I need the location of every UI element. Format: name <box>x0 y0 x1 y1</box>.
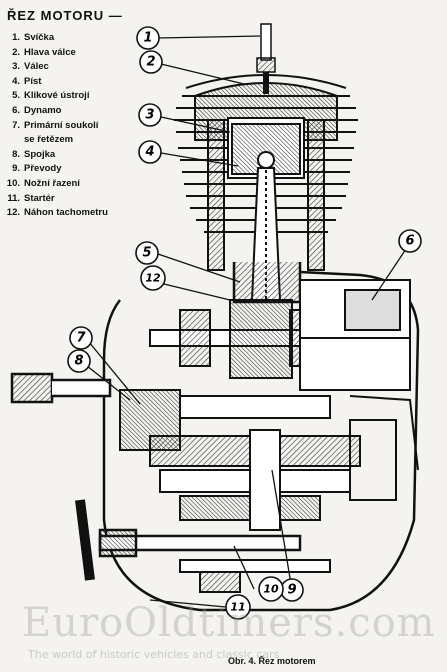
callout-12: 12 <box>140 265 166 291</box>
legend-item: 10. Nožní řazení <box>6 177 146 192</box>
legend-number: 7. <box>12 119 20 131</box>
callout-11: 11 <box>225 594 251 620</box>
callout-7-label: 7 <box>76 331 86 346</box>
callout-10-label: 10 <box>263 583 279 596</box>
legend-label: Válec <box>24 61 49 73</box>
legend-item: 9. Převody <box>6 162 146 177</box>
legend-number: 12. <box>6 207 20 219</box>
legend-number: 8. <box>12 148 20 160</box>
kickstarter-lever <box>10 372 302 581</box>
callout-8-label: 8 <box>74 354 83 369</box>
crankcase <box>102 262 420 612</box>
parts-legend: 1. Svíčka 2. Hlava válce 3. Válec 4. Píst 5.… <box>6 31 146 221</box>
legend-label: Dynamo <box>24 104 62 116</box>
callout-9: 9 <box>280 578 304 602</box>
legend-label: Spojka <box>24 148 56 160</box>
foot-shift <box>179 559 331 593</box>
callout-2: 2 <box>139 50 163 74</box>
legend-label: Svíčka <box>24 32 55 43</box>
legend-item: 4. Píst <box>6 75 146 90</box>
watermark-subtitle: The world of historic vehicles and class… <box>28 648 280 661</box>
legend-item: 2. Hlava válce <box>6 46 146 61</box>
legend-number: 11. <box>7 192 20 204</box>
callout-11-label: 11 <box>230 601 245 614</box>
legend-item: 7. Primární soukolí se řetězem <box>6 119 146 148</box>
legend-label: Náhon tachometru <box>24 207 108 219</box>
legend-item: 1. Svíčka <box>6 31 146 46</box>
watermark: EuroOldtimers.com <box>22 600 436 646</box>
legend-item: 8. Spojka <box>6 148 146 163</box>
page-title: ŘEZ MOTORU — <box>7 8 123 23</box>
legend-item: 12. Náhon tachometru <box>6 206 146 221</box>
legend-number: 5. <box>12 90 20 102</box>
legend-number: 1. <box>12 32 20 43</box>
legend-number: 9. <box>12 163 20 175</box>
legend-label: Píst <box>24 75 42 87</box>
legend-label: Hlava válce <box>24 46 76 58</box>
legend-label: Klikové ústrojí <box>24 90 90 102</box>
right-cover <box>349 395 419 501</box>
callout-2-label: 2 <box>146 55 155 70</box>
legend-item: 6. Dynamo <box>6 104 146 119</box>
legend-number: 2. <box>12 46 20 58</box>
callout-5: 5 <box>135 241 159 265</box>
callout-7: 7 <box>69 326 93 350</box>
legend-label: Převody <box>24 163 62 175</box>
callout-6: 6 <box>398 229 422 253</box>
legend-item: 11. Startér <box>6 192 146 207</box>
legend-item: 5. Klikové ústrojí <box>6 89 146 104</box>
figure-caption: Obr. 4. Řez motorem <box>228 656 316 666</box>
legend-label: Startér <box>24 192 55 204</box>
callout-3-label: 3 <box>145 108 154 123</box>
legend-item: 3. Válec <box>6 60 146 75</box>
legend-number: 4. <box>12 75 20 87</box>
callout-3: 3 <box>138 103 162 127</box>
callout-5-label: 5 <box>142 246 151 261</box>
legend-label: Primární soukolí se řetězem <box>24 119 99 146</box>
legend-number: 6. <box>12 104 20 116</box>
callout-8: 8 <box>67 349 91 373</box>
callout-10: 10 <box>258 576 284 602</box>
legend-number: 3. <box>12 61 20 73</box>
callout-6-label: 6 <box>405 234 414 249</box>
callout-1-label: 1 <box>143 31 152 46</box>
legend-label: Nožní řazení <box>24 177 80 189</box>
gearbox <box>149 429 361 531</box>
dynamo <box>299 279 411 391</box>
callout-1: 1 <box>136 26 160 50</box>
callout-9-label: 9 <box>287 583 296 598</box>
callout-4-label: 4 <box>144 145 154 160</box>
callout-4: 4 <box>138 140 162 164</box>
callout-leaders <box>81 35 409 608</box>
legend-number: 10. <box>6 177 20 189</box>
callout-12-label: 12 <box>145 272 161 285</box>
